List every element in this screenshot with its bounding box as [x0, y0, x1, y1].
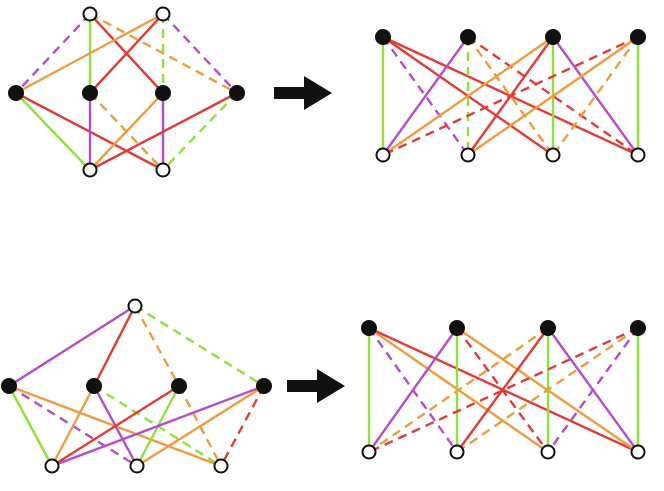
edge-purple-dashed [547, 327, 639, 453]
edge-red-solid [89, 91, 238, 172]
black-node [540, 320, 556, 336]
black-node [449, 320, 465, 336]
black-node [256, 378, 272, 394]
edge-purple-solid [368, 327, 458, 453]
edge-purple-solid [51, 384, 265, 468]
edge-green-dashed [134, 304, 265, 388]
white-node [44, 458, 60, 474]
node-layer [1, 298, 272, 474]
edge-red-solid [51, 384, 180, 468]
edge-orange-solid [15, 12, 164, 95]
node-layer [361, 320, 646, 460]
white-node [213, 458, 229, 474]
edge-green-dashed [162, 92, 238, 171]
white-node [630, 147, 646, 163]
white-node [127, 298, 143, 314]
edge-purple-dashed [162, 13, 238, 94]
bottom-left-graph [1, 298, 272, 474]
black-node [8, 85, 24, 101]
white-node [545, 147, 561, 163]
edge-red-dashed [219, 385, 266, 467]
edge-red-solid [456, 327, 549, 453]
black-node [1, 378, 17, 394]
edge-purple-dashed [15, 13, 91, 94]
white-node [129, 458, 145, 474]
edge-layer [367, 326, 640, 454]
edge-orange-dashed [133, 305, 181, 387]
white-node [82, 6, 98, 22]
edge-red-dashed [467, 36, 639, 156]
edge-red-dashed [382, 35, 639, 157]
black-node [86, 378, 102, 394]
black-node [630, 320, 646, 336]
edge-green-solid [15, 92, 91, 171]
black-node [375, 29, 391, 45]
edge-layer [381, 35, 640, 157]
black-node [361, 320, 377, 336]
edge-purple-solid [382, 36, 469, 156]
black-node [545, 29, 561, 45]
black-node [229, 85, 245, 101]
white-node [155, 6, 171, 22]
edge-green-solid [7, 385, 54, 467]
edge-purple-solid [552, 36, 639, 156]
white-node [460, 147, 476, 163]
edge-orange-solid [382, 36, 554, 156]
edge-orange-solid [50, 385, 96, 467]
edge-orange-solid [89, 92, 164, 171]
edge-orange-dashed [552, 36, 639, 156]
edge-orange-solid [467, 36, 639, 156]
node-layer [8, 6, 245, 178]
edge-layer [15, 12, 238, 172]
right-arrow-icon [274, 76, 332, 110]
white-node [361, 444, 377, 460]
node-layer [375, 29, 646, 163]
edge-layer [7, 304, 266, 468]
edge-purple-solid [8, 304, 136, 388]
right-arrow-icon [287, 369, 345, 403]
edge-red-solid [89, 13, 164, 94]
white-node [375, 147, 391, 163]
black-node [82, 85, 98, 101]
black-node [155, 85, 171, 101]
arrow-shape [287, 369, 345, 403]
top-left-graph [8, 6, 245, 178]
white-node [449, 444, 465, 460]
white-node [82, 162, 98, 178]
edge-purple-dashed [382, 36, 469, 156]
black-node [171, 378, 187, 394]
edge-orange-dashed [456, 327, 639, 453]
edge-orange-dashed [89, 12, 238, 95]
arrow-shape [274, 76, 332, 110]
edge-orange-solid [136, 384, 265, 468]
edge-red-solid [92, 305, 137, 387]
bottom-right-bipartite-graph [361, 320, 646, 460]
edge-orange-dashed [467, 36, 554, 156]
black-node [460, 29, 476, 45]
edge-orange-dashed [368, 327, 549, 453]
black-node [630, 29, 646, 45]
edge-red-dashed [368, 326, 639, 454]
white-node [540, 444, 556, 460]
top-right-bipartite-graph [375, 29, 646, 163]
white-node [155, 162, 171, 178]
white-node [630, 444, 646, 460]
